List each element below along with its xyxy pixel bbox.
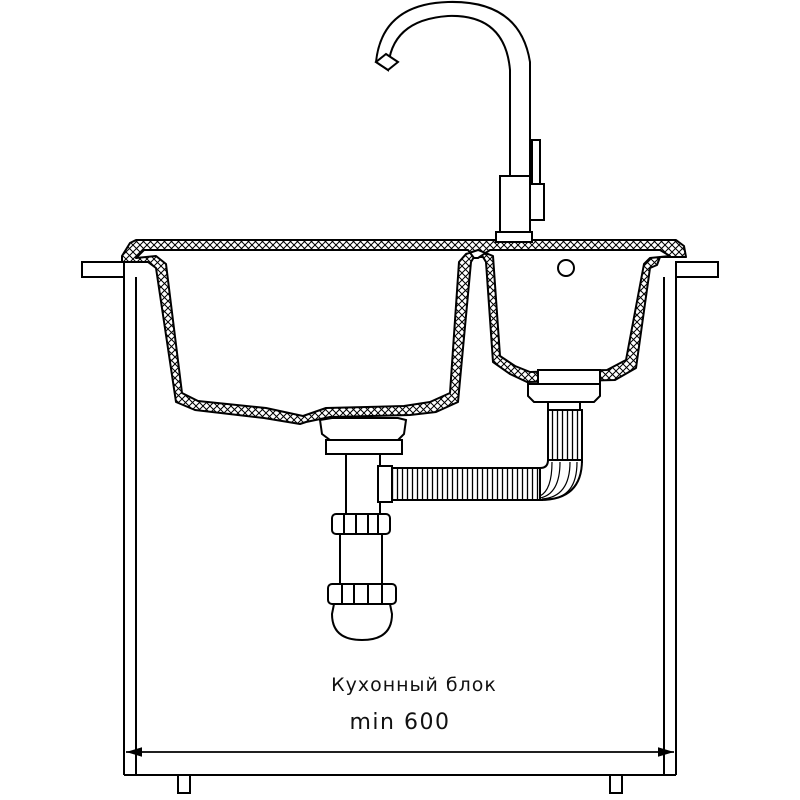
cabinet-leg-left xyxy=(177,774,191,794)
faucet-base xyxy=(495,231,533,243)
faucet-body xyxy=(499,175,531,235)
siphon-riser xyxy=(345,453,381,519)
faucet-lever-stem xyxy=(531,139,541,185)
hose-horizontal-corrugation xyxy=(391,467,543,501)
hose-bend xyxy=(539,459,584,502)
countertop-left xyxy=(81,261,125,278)
hose-vertical-corrugation xyxy=(547,409,583,463)
cabinet-label: Кухонный блок xyxy=(331,674,497,696)
siphon-side-inlet xyxy=(377,465,393,503)
siphon-bottle xyxy=(330,603,394,642)
siphon-nut-upper xyxy=(331,513,391,535)
overflow-hose xyxy=(391,409,584,502)
sink-body xyxy=(121,239,687,425)
bottle-siphon xyxy=(327,453,397,642)
drain-flange-right xyxy=(527,383,601,403)
siphon-tube xyxy=(339,533,383,585)
faucet-spout xyxy=(374,0,531,177)
faucet xyxy=(374,0,545,243)
faucet-spout-tip xyxy=(374,52,400,72)
faucet-lever xyxy=(529,183,545,221)
drain-flange-left xyxy=(318,417,408,441)
siphon-nut-lower xyxy=(327,583,397,605)
overflow-hole xyxy=(557,259,575,277)
countertop-right xyxy=(675,261,719,278)
drain-collar-right xyxy=(537,369,601,385)
sink-inner-surface xyxy=(135,249,671,417)
kitchen-cabinet xyxy=(81,261,719,794)
drain-fittings xyxy=(318,369,601,455)
min-width-label: min 600 xyxy=(350,710,451,735)
drain-collar-left xyxy=(325,439,403,455)
cabinet-leg-right xyxy=(609,774,623,794)
